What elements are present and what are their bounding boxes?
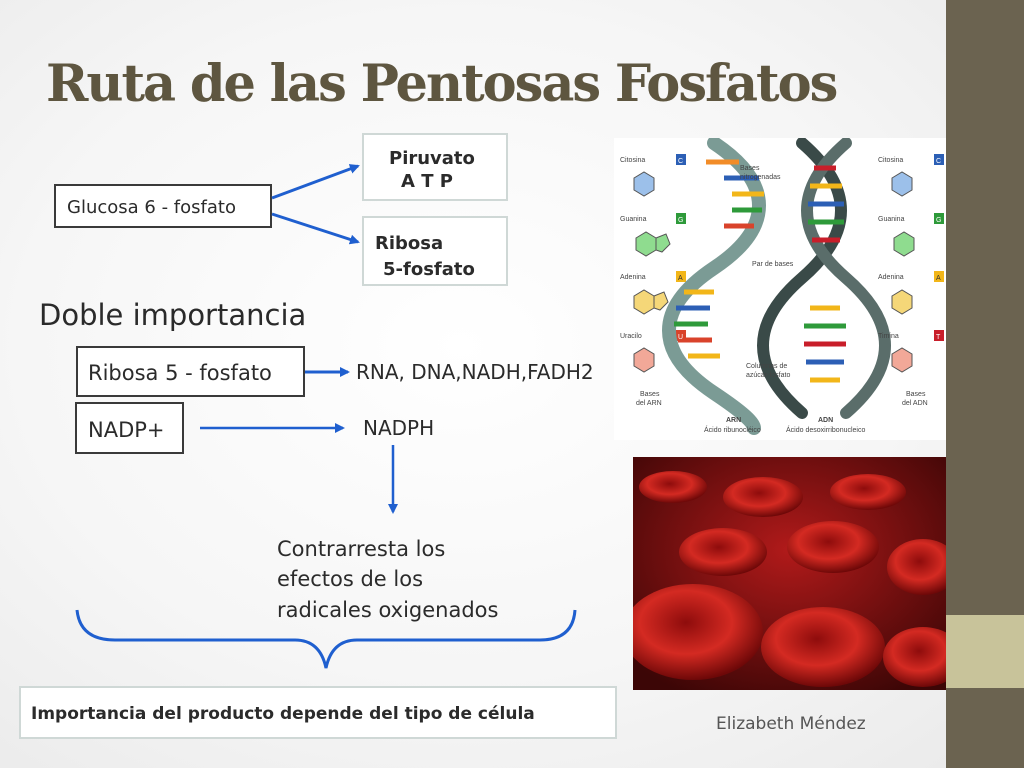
left-code-2: G bbox=[678, 217, 683, 224]
guanine-molecule-ring-icon bbox=[655, 233, 671, 253]
right-code-box-t bbox=[934, 330, 944, 341]
thymine-molecule-icon bbox=[891, 347, 913, 373]
sidebar-accent-band bbox=[946, 615, 1024, 688]
importance-heading: Doble importancia bbox=[39, 298, 307, 332]
dna-bases-line-1: Bases bbox=[906, 391, 926, 398]
right-code-4: T bbox=[936, 334, 941, 341]
left-base-label-4: Uracilo bbox=[620, 333, 642, 340]
right-guanine-molecule-icon bbox=[893, 231, 915, 257]
arrow-to-ribose bbox=[271, 212, 360, 245]
dna-subtitle: Ácido desoxirribonucleico bbox=[786, 425, 865, 434]
right-base-label-2: Guanina bbox=[878, 216, 905, 223]
bases-label-line-1: Bases bbox=[740, 165, 760, 172]
guanine-molecule-icon bbox=[635, 231, 657, 257]
uracil-molecule-icon bbox=[633, 347, 655, 373]
right-code-1: C bbox=[936, 158, 941, 165]
right-base-label-4: Timina bbox=[878, 333, 899, 340]
blood-cell bbox=[639, 471, 707, 503]
ribose-phosphate-label: 5-fosfato bbox=[383, 259, 475, 280]
arrow-to-pyruvate bbox=[271, 164, 360, 200]
nadp-label: NADP+ bbox=[88, 418, 165, 442]
left-base-label-2: Guanina bbox=[620, 216, 647, 223]
ribose5-label: Ribosa 5 - fosfato bbox=[88, 361, 272, 385]
atp-label: A T P bbox=[401, 171, 453, 192]
blood-cell bbox=[679, 528, 767, 576]
left-base-label-3: Adenina bbox=[620, 274, 646, 281]
right-code-2: G bbox=[936, 217, 941, 224]
rna-subtitle: Ácido ribunocléico bbox=[704, 425, 761, 434]
diagram-connectors bbox=[75, 164, 577, 669]
bases-label-line-2: nitrogenadas bbox=[740, 174, 781, 181]
effect-line-1: Contrarresta los bbox=[277, 537, 446, 561]
blood-cell bbox=[723, 477, 803, 517]
red-blood-cells-photo bbox=[623, 457, 963, 690]
dna-bases-line-2: del ADN bbox=[902, 400, 928, 407]
pyruvate-label: Piruvato bbox=[389, 148, 475, 169]
blood-cell bbox=[787, 521, 879, 573]
curly-brace bbox=[75, 609, 577, 669]
dna-title: ADN bbox=[818, 417, 833, 424]
left-code-box-c bbox=[676, 154, 686, 165]
right-code-3: A bbox=[936, 275, 941, 282]
right-base-label-3: Adenina bbox=[878, 274, 904, 281]
right-code-box-a bbox=[934, 271, 944, 282]
blood-cell bbox=[883, 627, 963, 687]
blood-cell bbox=[830, 474, 906, 510]
glucose-box: Glucosa 6 - fosfato bbox=[54, 184, 272, 228]
conclusion-box: Importancia del producto depende del tip… bbox=[19, 686, 617, 739]
ribose5-box: Ribosa 5 - fosfato bbox=[76, 346, 305, 397]
effect-line-2: efectos de los bbox=[277, 567, 424, 591]
left-code-4: U bbox=[678, 334, 683, 341]
left-base-label-1: Citosina bbox=[620, 157, 645, 164]
cytosine-molecule-icon bbox=[633, 171, 655, 197]
columns-label-line-1: Columnas de bbox=[746, 363, 787, 370]
blood-cell bbox=[623, 584, 763, 680]
blood-cell bbox=[887, 539, 959, 595]
blood-cells-image bbox=[623, 457, 963, 690]
left-code-box-u bbox=[676, 330, 686, 341]
left-code-box-g bbox=[676, 213, 686, 224]
rna-title: ARN bbox=[726, 417, 741, 424]
dna-rna-figure: Citosina C Guanina G Adenina A Uracilo U… bbox=[614, 136, 946, 440]
adenine-molecule-ring-icon bbox=[653, 291, 669, 311]
slide-title: Ruta de las Pentosas Fosfatos bbox=[46, 54, 838, 114]
author-name: Elizabeth Méndez bbox=[716, 714, 866, 734]
right-adenine-molecule-icon bbox=[891, 289, 913, 315]
left-code-3: A bbox=[678, 275, 683, 282]
right-cytosine-molecule-icon bbox=[891, 171, 913, 197]
pair-label: Par de bases bbox=[752, 261, 794, 268]
nadph-result: NADPH bbox=[363, 416, 435, 440]
nadp-box: NADP+ bbox=[75, 402, 184, 454]
ribose-label: Ribosa bbox=[375, 233, 444, 254]
right-base-label-1: Citosina bbox=[878, 157, 903, 164]
glucose-label: Glucosa 6 - fosfato bbox=[67, 197, 236, 218]
conclusion-text: Importancia del producto depende del tip… bbox=[31, 704, 535, 724]
adenine-molecule-icon bbox=[633, 289, 655, 315]
pyruvate-box: Piruvato A T P bbox=[362, 133, 508, 201]
left-code-box-a bbox=[676, 271, 686, 282]
columns-label-line-2: azúcar-fosfato bbox=[746, 372, 790, 379]
effect-line-3: radicales oxigenados bbox=[277, 598, 499, 622]
rna-bases-line-1: Bases bbox=[640, 391, 660, 398]
rna-bases-line-2: del ARN bbox=[636, 400, 662, 407]
right-code-box-g bbox=[934, 213, 944, 224]
right-code-box-c bbox=[934, 154, 944, 165]
rna-backbone bbox=[662, 136, 766, 435]
blood-cell bbox=[761, 607, 885, 687]
nucleotides-result: RNA, DNA,NADH,FADH2 bbox=[356, 360, 594, 384]
ribose-box: Ribosa 5-fosfato bbox=[362, 216, 508, 286]
dna-rna-illustration: Citosina C Guanina G Adenina A Uracilo U… bbox=[620, 136, 944, 435]
left-code-1: C bbox=[678, 158, 683, 165]
